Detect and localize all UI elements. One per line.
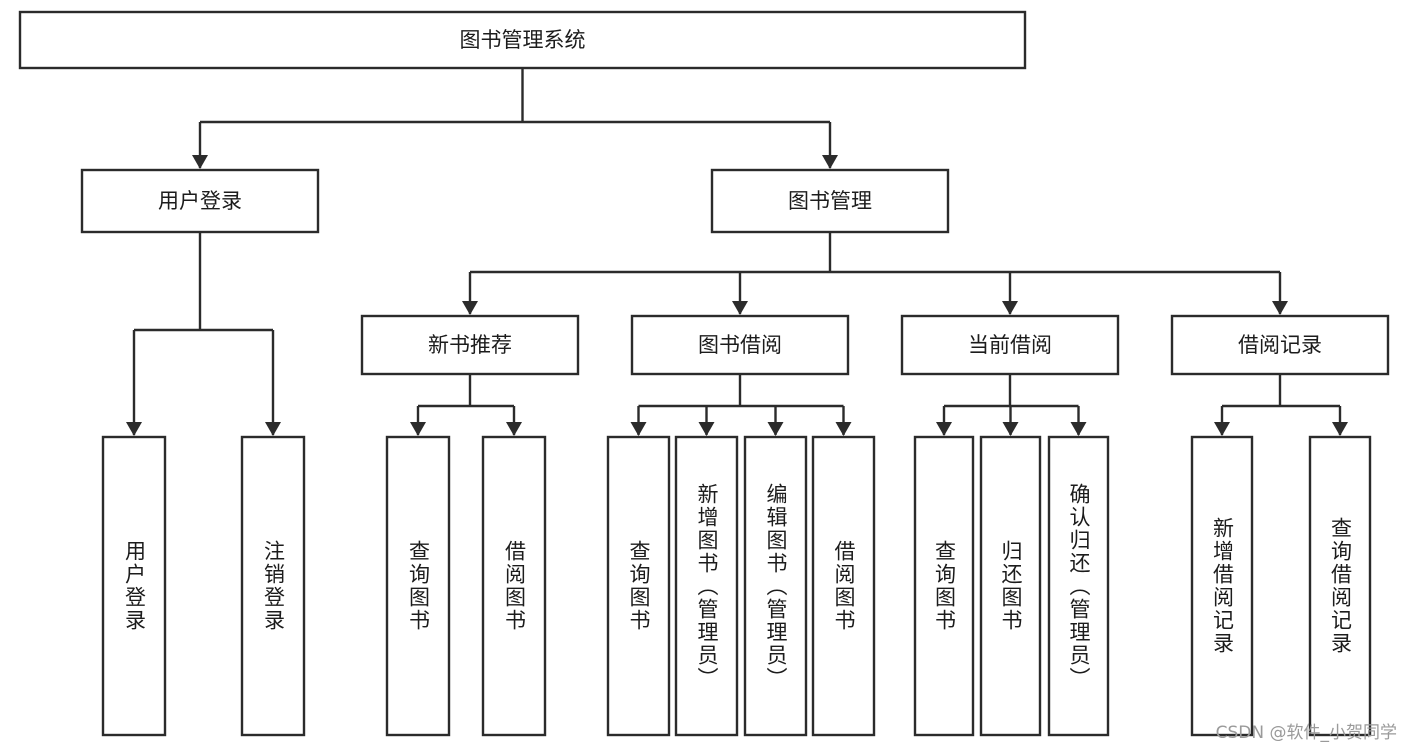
node-label-leaf-user-login: 用户登录	[122, 540, 147, 632]
node-box-leaf-add-record	[1190, 435, 1254, 737]
node-user-login[interactable]: 用户登录	[80, 168, 320, 234]
node-box-root	[18, 10, 1027, 70]
node-label-wrap-leaf-query-book-cb: 查询图书	[932, 540, 957, 632]
nodes-group: 图书管理系统用户登录图书管理新书推荐图书借阅当前借阅借阅记录用户登录注销登录查询…	[18, 10, 1390, 737]
node-label-current-borrow: 当前借阅	[968, 333, 1052, 357]
node-label-wrap-leaf-add-record: 新增借阅记录	[1210, 517, 1235, 655]
node-label-leaf-borrow-book-rec: 借阅图书	[502, 540, 527, 632]
arrow-head-icon	[698, 422, 715, 436]
node-box-leaf-user-login	[101, 435, 167, 737]
arrow-head-icon	[410, 422, 426, 436]
node-leaf-borrow-book-rec[interactable]: 借阅图书	[481, 435, 547, 737]
node-label-wrap-leaf-user-login: 用户登录	[122, 540, 147, 632]
node-box-leaf-edit-book	[743, 435, 808, 737]
node-label-leaf-return-book: 归还图书	[999, 540, 1023, 632]
node-leaf-edit-book[interactable]: 编辑图书（管理员）	[743, 435, 808, 737]
node-book-borrow[interactable]: 图书借阅	[630, 314, 850, 376]
node-label-book-borrow: 图书借阅	[698, 333, 782, 357]
node-current-borrow[interactable]: 当前借阅	[900, 314, 1120, 376]
node-label-wrap-leaf-edit-book: 编辑图书（管理员）	[764, 482, 788, 690]
node-label-wrap-leaf-add-book: 新增图书（管理员）	[695, 482, 719, 690]
node-label-leaf-query-book-bb: 查询图书	[627, 540, 651, 632]
arrow-head-icon	[462, 301, 478, 315]
node-box-borrow-record	[1170, 314, 1390, 376]
arrow-head-icon	[1214, 422, 1230, 436]
node-leaf-query-book-cb[interactable]: 查询图书	[913, 435, 975, 737]
node-leaf-user-login[interactable]: 用户登录	[101, 435, 167, 737]
node-leaf-confirm-return[interactable]: 确认归还（管理员）	[1047, 435, 1110, 737]
arrow-head-icon	[1002, 422, 1019, 436]
node-box-user-login	[80, 168, 320, 234]
arrow-head-icon	[265, 422, 281, 436]
node-box-book-borrow	[630, 314, 850, 376]
node-label-leaf-borrow-book-bb: 借阅图书	[832, 540, 856, 632]
node-label-leaf-logout: 注销登录	[261, 540, 286, 632]
arrow-head-icon	[822, 155, 838, 169]
node-box-leaf-borrow-book-bb	[811, 435, 876, 737]
node-leaf-borrow-book-bb[interactable]: 借阅图书	[811, 435, 876, 737]
node-label-wrap-leaf-query-record: 查询借阅记录	[1328, 517, 1353, 655]
node-label-leaf-add-book: 新增图书（管理员）	[695, 482, 719, 690]
node-label-user-login: 用户登录	[158, 189, 242, 213]
node-leaf-query-book-bb[interactable]: 查询图书	[606, 435, 671, 737]
node-label-leaf-edit-book: 编辑图书（管理员）	[764, 482, 788, 690]
node-label-book-manage: 图书管理	[788, 189, 872, 213]
node-box-leaf-return-book	[979, 435, 1042, 737]
node-label-wrap-leaf-borrow-book-rec: 借阅图书	[502, 540, 527, 632]
node-label-borrow-record: 借阅记录	[1238, 333, 1322, 357]
arrow-head-icon	[732, 301, 748, 315]
node-leaf-logout[interactable]: 注销登录	[240, 435, 306, 737]
node-box-leaf-query-book-cb	[913, 435, 975, 737]
node-root[interactable]: 图书管理系统	[18, 10, 1027, 70]
node-box-leaf-query-record	[1308, 435, 1372, 737]
node-new-book-rec[interactable]: 新书推荐	[360, 314, 580, 376]
node-box-leaf-borrow-book-rec	[481, 435, 547, 737]
node-label-new-book-rec: 新书推荐	[428, 333, 512, 357]
node-label-leaf-query-book-rec: 查询图书	[406, 540, 431, 632]
arrow-head-icon	[1272, 301, 1288, 315]
node-leaf-query-record[interactable]: 查询借阅记录	[1308, 435, 1372, 737]
node-label-wrap-leaf-return-book: 归还图书	[999, 540, 1023, 632]
arrow-head-icon	[835, 422, 852, 436]
connector-edges-group	[126, 68, 1348, 436]
node-box-new-book-rec	[360, 314, 580, 376]
node-box-book-manage	[710, 168, 950, 234]
node-box-leaf-query-book-bb	[606, 435, 671, 737]
node-leaf-add-record[interactable]: 新增借阅记录	[1190, 435, 1254, 737]
node-box-current-borrow	[900, 314, 1120, 376]
node-book-manage[interactable]: 图书管理	[710, 168, 950, 234]
node-leaf-query-book-rec[interactable]: 查询图书	[385, 435, 451, 737]
node-box-leaf-logout	[240, 435, 306, 737]
node-label-leaf-add-record: 新增借阅记录	[1210, 517, 1235, 655]
node-box-leaf-add-book	[674, 435, 739, 737]
node-borrow-record[interactable]: 借阅记录	[1170, 314, 1390, 376]
arrow-head-icon	[506, 422, 522, 436]
node-label-wrap-leaf-query-book-bb: 查询图书	[627, 540, 651, 632]
node-label-leaf-confirm-return: 确认归还（管理员）	[1067, 482, 1091, 690]
arrow-head-icon	[1070, 422, 1087, 436]
node-label-wrap-leaf-confirm-return: 确认归还（管理员）	[1067, 482, 1091, 690]
node-label-wrap-leaf-logout: 注销登录	[261, 540, 286, 632]
arrow-head-icon	[767, 422, 784, 436]
node-leaf-return-book[interactable]: 归还图书	[979, 435, 1042, 737]
node-label-wrap-leaf-borrow-book-bb: 借阅图书	[832, 540, 856, 632]
arrow-head-icon	[1002, 301, 1018, 315]
arrow-head-icon	[630, 422, 647, 436]
node-box-leaf-query-book-rec	[385, 435, 451, 737]
node-label-leaf-query-record: 查询借阅记录	[1328, 517, 1353, 655]
arrow-head-icon	[126, 422, 142, 436]
node-box-leaf-confirm-return	[1047, 435, 1110, 737]
arrow-head-icon	[192, 155, 208, 169]
arrow-head-icon	[1332, 422, 1348, 436]
node-label-leaf-query-book-cb: 查询图书	[932, 540, 957, 632]
node-label-wrap-leaf-query-book-rec: 查询图书	[406, 540, 431, 632]
node-label-root: 图书管理系统	[460, 28, 586, 52]
node-leaf-add-book[interactable]: 新增图书（管理员）	[674, 435, 739, 737]
arrow-head-icon	[936, 422, 952, 436]
